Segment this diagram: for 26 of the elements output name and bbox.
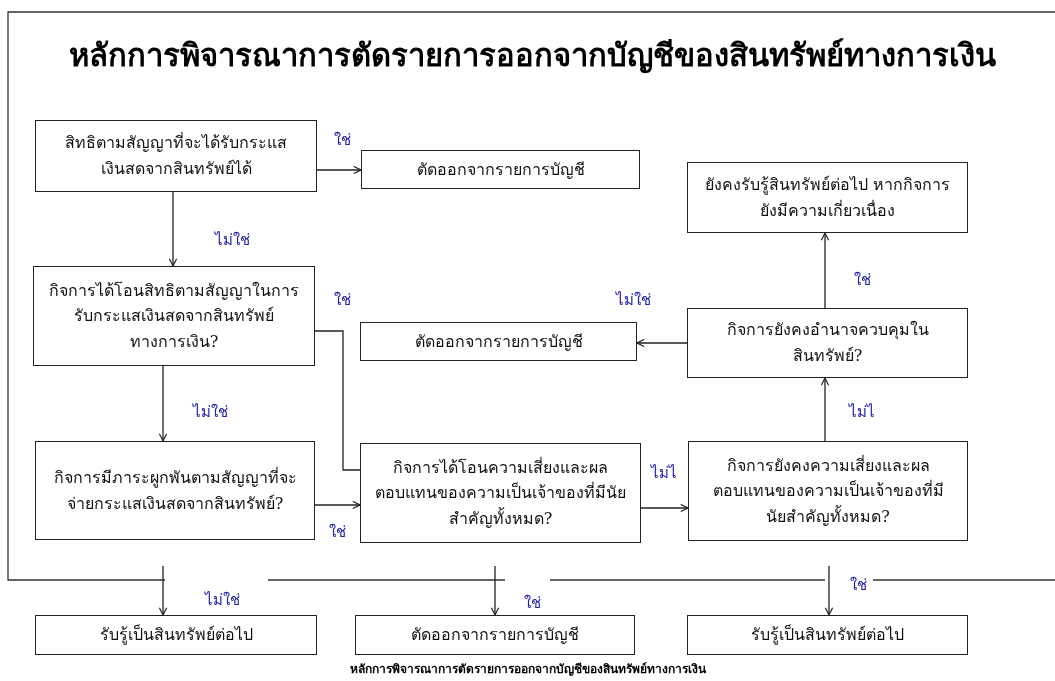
arrow: [820, 232, 830, 309]
process-box: ตัดออกจากรายการบัญชี: [360, 322, 637, 361]
arrow: [158, 565, 168, 616]
decision-box: กิจการยังคงอำนาจควบคุมในสินทรัพย์?: [687, 308, 968, 378]
arrow: [168, 191, 178, 267]
process-box: ยังคงรับรู้สินทรัพย์ต่อไป หากกิจการยังมีความเกี่ยวเนื่อง: [687, 162, 968, 233]
process-box: ตัดออกจากรายการบัญชี: [361, 150, 640, 189]
decision-box: กิจการได้โอนความเสี่ยงและผลตอบแทนของความเป็นเจ้าของที่มีนัยสำคัญทั้งหมด?: [360, 443, 641, 543]
arrow: [314, 500, 361, 510]
arrow: [820, 377, 830, 442]
decision-box: กิจการได้โอนสิทธิตามสัญญาในการรับกระแสเงินสดจากสินทรัพย์ทางการเงิน?: [33, 266, 315, 366]
arrow: [316, 165, 362, 175]
arrow: [158, 365, 168, 442]
process-box: สิทธิตามสัญญาที่จะได้รับกระแสเงินสดจากสินทรัพย์ได้: [35, 120, 317, 192]
arrow: [824, 565, 834, 616]
caption: หลักการพิจารณาการตัดรายการออกจากบัญชีของสินทรัพย์ทางการเงิน: [348, 661, 707, 678]
connector-line: [314, 330, 361, 471]
process-box: ตัดออกจากรายการบัญชี: [355, 615, 635, 655]
process-box: รับรู้เป็นสินทรัพย์ต่อไป: [687, 615, 968, 655]
arrow: [636, 338, 688, 348]
arrow: [640, 503, 689, 513]
decision-box: กิจการมีภาระผูกพันตามสัญญาที่จะจ่ายกระแสเงินสดจากสินทรัพย์?: [35, 441, 315, 540]
process-box: รับรู้เป็นสินทรัพย์ต่อไป: [35, 615, 317, 655]
decision-box: กิจการยังคงความเสี่ยงและผลตอบแทนของความเป็นเจ้าของที่มีนัยสำคัญทั้งหมด?: [688, 441, 968, 541]
arrow: [490, 565, 500, 616]
title: หลักการพิจารณาการตัดรายการออกจากบัญชีของสินทรัพย์ทางการเงิน: [68, 36, 997, 76]
